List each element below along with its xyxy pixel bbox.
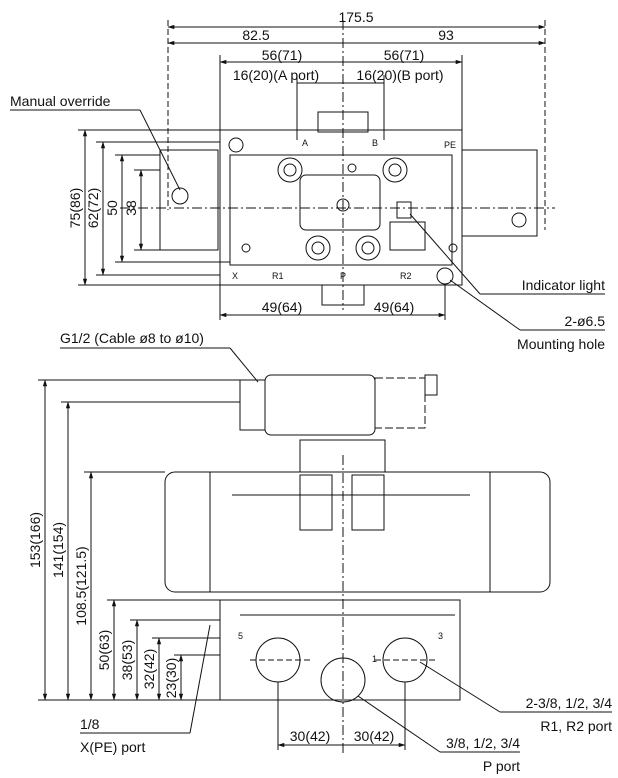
top-connector bbox=[317, 111, 369, 133]
fitting-br bbox=[355, 235, 381, 261]
valve-inner bbox=[229, 154, 453, 266]
fitting-bl bbox=[305, 235, 331, 261]
dim-overall-width: 175.5 bbox=[338, 9, 373, 25]
dim-left-width: 82.5 bbox=[242, 27, 269, 43]
solenoid-left bbox=[159, 149, 219, 251]
valve-main bbox=[164, 471, 551, 593]
port-1-mark: 1 bbox=[372, 654, 377, 664]
label-r-port: R1, R2 port bbox=[540, 718, 612, 734]
mounting-hole-br bbox=[436, 267, 454, 285]
dim-right-half: 56(71) bbox=[384, 47, 424, 63]
label-p-port: P port bbox=[483, 758, 520, 774]
label-indicator-light: Indicator light bbox=[522, 277, 605, 293]
fitting-tr bbox=[382, 157, 408, 183]
dim-mount-left: 49(64) bbox=[262, 299, 302, 315]
port-r2-mark: R2 bbox=[400, 271, 412, 281]
dim-height-62: 62(72) bbox=[85, 188, 101, 228]
port-a-mark: A bbox=[302, 138, 308, 148]
dim-h32: 32(42) bbox=[141, 649, 157, 689]
dim-h23: 23(30) bbox=[163, 658, 179, 698]
dim-h141: 141(154) bbox=[50, 522, 66, 578]
port-b-mark: B bbox=[372, 138, 378, 148]
fitting-tl bbox=[277, 157, 303, 183]
dim-h153: 153(166) bbox=[27, 512, 43, 568]
port-pe-mark: PE bbox=[444, 140, 456, 150]
bottom-connector bbox=[321, 284, 365, 306]
port-fitting-right bbox=[351, 474, 385, 531]
port-3-mark: 3 bbox=[438, 631, 443, 641]
label-manual-override: Manual override bbox=[10, 93, 111, 109]
port-r1-mark: R1 bbox=[272, 271, 284, 281]
dim-mount-right: 49(64) bbox=[374, 299, 414, 315]
label-mounting-hole-count: 2-ø6.5 bbox=[565, 313, 606, 329]
label-mounting-hole: Mounting hole bbox=[517, 336, 605, 352]
label-r-size: 2-3/8, 1/2, 3/4 bbox=[526, 695, 613, 711]
label-cable: G1/2 (Cable ø8 to ø10) bbox=[60, 330, 204, 346]
port-x-mark: X bbox=[232, 271, 238, 281]
dim-h108: 108.5(121.5) bbox=[73, 546, 89, 625]
right-hole bbox=[511, 212, 527, 228]
top-view bbox=[10, 20, 605, 331]
dim-height-50: 50 bbox=[104, 200, 120, 216]
indicator-light-housing bbox=[389, 221, 426, 251]
dim-h38: 38(53) bbox=[119, 640, 135, 680]
front-view bbox=[38, 347, 612, 755]
mount-hole-tl bbox=[228, 137, 244, 153]
port-5-mark: 5 bbox=[238, 631, 243, 641]
dim-w-left: 30(42) bbox=[290, 728, 330, 744]
dim-a-port: 16(20)(A port) bbox=[233, 67, 319, 83]
indicator-light bbox=[396, 201, 412, 219]
label-p-size: 3/8, 1/2, 3/4 bbox=[446, 735, 520, 751]
dim-b-port: 16(20)(B port) bbox=[356, 67, 443, 83]
cable-gland bbox=[239, 379, 266, 431]
port-p-mark: P bbox=[340, 271, 346, 281]
dim-height-75: 75(86) bbox=[67, 188, 83, 228]
dim-w-right: 30(42) bbox=[354, 728, 394, 744]
dim-left-half: 56(71) bbox=[262, 47, 302, 63]
manual-override-button bbox=[171, 187, 189, 205]
subplate bbox=[219, 599, 461, 701]
center-screw bbox=[336, 198, 350, 212]
solenoid-coil-hidden bbox=[374, 377, 426, 429]
label-x-size: 1/8 bbox=[80, 716, 100, 732]
dim-right-width: 93 bbox=[438, 27, 454, 43]
port-fitting-left bbox=[299, 474, 333, 531]
label-x-port: X(PE) port bbox=[80, 739, 145, 755]
solenoid-housing bbox=[299, 174, 381, 231]
dim-height-38: 38 bbox=[123, 200, 139, 216]
dim-h50: 50(63) bbox=[96, 630, 112, 670]
solenoid-coil bbox=[264, 374, 376, 436]
